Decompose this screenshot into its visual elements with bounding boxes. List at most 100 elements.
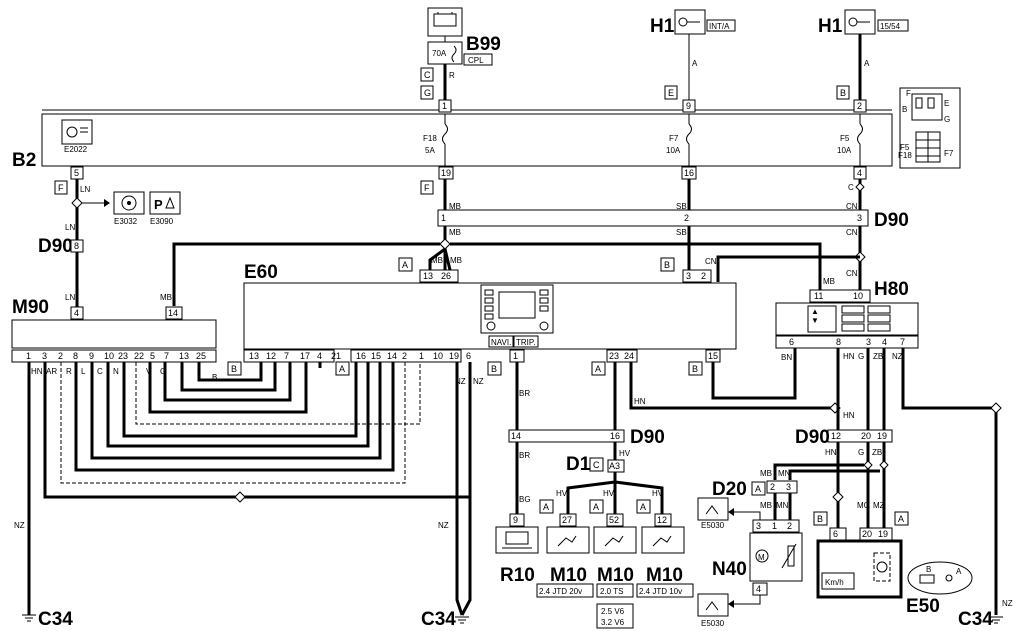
svg-text:A: A xyxy=(339,364,345,374)
svg-text:F7: F7 xyxy=(944,149,954,158)
svg-text:3.2 V6: 3.2 V6 xyxy=(601,618,625,627)
svg-text:F: F xyxy=(58,183,64,193)
svg-text:10: 10 xyxy=(853,291,863,301)
svg-text:B: B xyxy=(664,260,670,270)
ignition-switch-left xyxy=(674,9,706,35)
d1-label: D1 xyxy=(566,454,591,475)
fuse-f7 xyxy=(686,114,692,166)
c34-left-label: C34 xyxy=(38,609,73,630)
svg-text:2: 2 xyxy=(787,521,792,531)
svg-text:HN: HN xyxy=(843,411,855,420)
svg-text:E3090: E3090 xyxy=(150,217,174,226)
svg-text:L: L xyxy=(81,367,86,376)
svg-text:23: 23 xyxy=(609,351,619,361)
r10-label: R10 xyxy=(500,565,535,586)
navigation-unit-icon xyxy=(480,284,554,334)
svg-text:CN: CN xyxy=(705,257,717,266)
svg-text:F7: F7 xyxy=(669,134,679,143)
svg-text:12: 12 xyxy=(831,431,841,441)
svg-text:16: 16 xyxy=(684,168,694,178)
d90-right-connector xyxy=(827,429,893,443)
svg-text:NZ: NZ xyxy=(1002,599,1013,608)
svg-text:52: 52 xyxy=(609,515,619,525)
e50-instrument-cluster xyxy=(816,539,903,599)
m90-pin-2: 2 xyxy=(58,351,63,361)
e60-b-pin-15: 15 xyxy=(371,351,381,361)
d90-mid-label: D90 xyxy=(630,427,665,448)
svg-text:MB: MB xyxy=(760,501,772,510)
svg-text:N: N xyxy=(113,367,119,376)
m90-label: M90 xyxy=(12,297,49,318)
svg-text:MZ: MZ xyxy=(873,501,885,510)
svg-text:8: 8 xyxy=(74,241,79,251)
svg-text:ZB: ZB xyxy=(872,448,882,457)
svg-text:19: 19 xyxy=(877,431,887,441)
svg-text:LN: LN xyxy=(80,185,90,194)
m90-pin-5: 5 xyxy=(150,351,155,361)
battery-symbol xyxy=(427,7,463,37)
fuse-70a-label: 70A xyxy=(432,49,447,58)
svg-text:NAVI.: NAVI. xyxy=(491,338,511,347)
svg-text:SB: SB xyxy=(676,202,687,211)
svg-text:C: C xyxy=(848,183,854,192)
svg-text:2.0 TS: 2.0 TS xyxy=(600,587,623,596)
svg-text:12: 12 xyxy=(657,515,667,525)
m90-pin-9: 9 xyxy=(89,351,94,361)
b99-fuse: 70A xyxy=(427,41,463,65)
m90-pin-25: 25 xyxy=(196,351,206,361)
e5030-icon-top xyxy=(697,497,729,521)
d90-lower-right-label: D90 xyxy=(795,427,830,448)
svg-text:MN: MN xyxy=(776,501,789,510)
n40-sensor-box: M xyxy=(749,532,803,582)
ground-symbol-left xyxy=(22,614,36,622)
e60-label: E60 xyxy=(244,262,278,283)
h80-control-panel: ▲ ▼ xyxy=(807,305,891,333)
svg-text:5A: 5A xyxy=(425,146,435,155)
e60-a-pin-7: 7 xyxy=(284,351,289,361)
e5030-icon-bottom xyxy=(697,593,729,617)
svg-text:9: 9 xyxy=(686,101,691,111)
e2022-icon xyxy=(61,119,93,145)
fuse-f5 xyxy=(857,114,863,166)
svg-text:B: B xyxy=(902,105,907,114)
r10-diagnostic-socket xyxy=(495,526,539,554)
speedometer-label: Km/h xyxy=(825,578,844,587)
svg-text:B: B xyxy=(817,514,823,524)
svg-text:2: 2 xyxy=(684,213,689,223)
svg-text:BR: BR xyxy=(519,389,530,398)
svg-text:CN: CN xyxy=(846,228,858,237)
svg-text:3: 3 xyxy=(786,482,791,492)
svg-text:6: 6 xyxy=(833,529,838,539)
svg-text:A: A xyxy=(402,260,408,270)
svg-text:3: 3 xyxy=(686,271,691,281)
svg-text:NZ: NZ xyxy=(14,521,25,530)
m10-b-label: M10 xyxy=(597,565,634,586)
m90-pin-13: 13 xyxy=(179,351,189,361)
svg-text:14: 14 xyxy=(511,431,521,441)
svg-text:▲: ▲ xyxy=(811,307,819,316)
svg-text:E2022: E2022 xyxy=(64,145,88,154)
svg-text:2.5 V6: 2.5 V6 xyxy=(601,607,625,616)
svg-text:C: C xyxy=(424,70,431,80)
svg-text:A: A xyxy=(755,484,761,494)
svg-text:HV: HV xyxy=(603,489,615,498)
b99-label: B99 xyxy=(466,34,501,55)
m90-pin-22: 22 xyxy=(134,351,144,361)
svg-text:4: 4 xyxy=(756,584,761,594)
m90-pin-7: 7 xyxy=(164,351,169,361)
svg-text:G: G xyxy=(944,115,950,124)
svg-text:SB: SB xyxy=(676,228,687,237)
svg-text:F18: F18 xyxy=(423,134,437,143)
svg-text:2.4 JTD 20v: 2.4 JTD 20v xyxy=(539,587,582,596)
svg-text:B: B xyxy=(926,565,931,574)
svg-text:HV: HV xyxy=(556,489,568,498)
e3090-icon: P xyxy=(149,191,181,215)
h80-label: H80 xyxy=(874,279,909,300)
svg-text:2: 2 xyxy=(701,271,706,281)
svg-text:B: B xyxy=(491,364,497,374)
svg-text:E5030: E5030 xyxy=(701,521,725,530)
svg-text:5: 5 xyxy=(74,168,79,178)
fuse-f18 xyxy=(442,114,448,166)
svg-text:A: A xyxy=(692,59,698,68)
